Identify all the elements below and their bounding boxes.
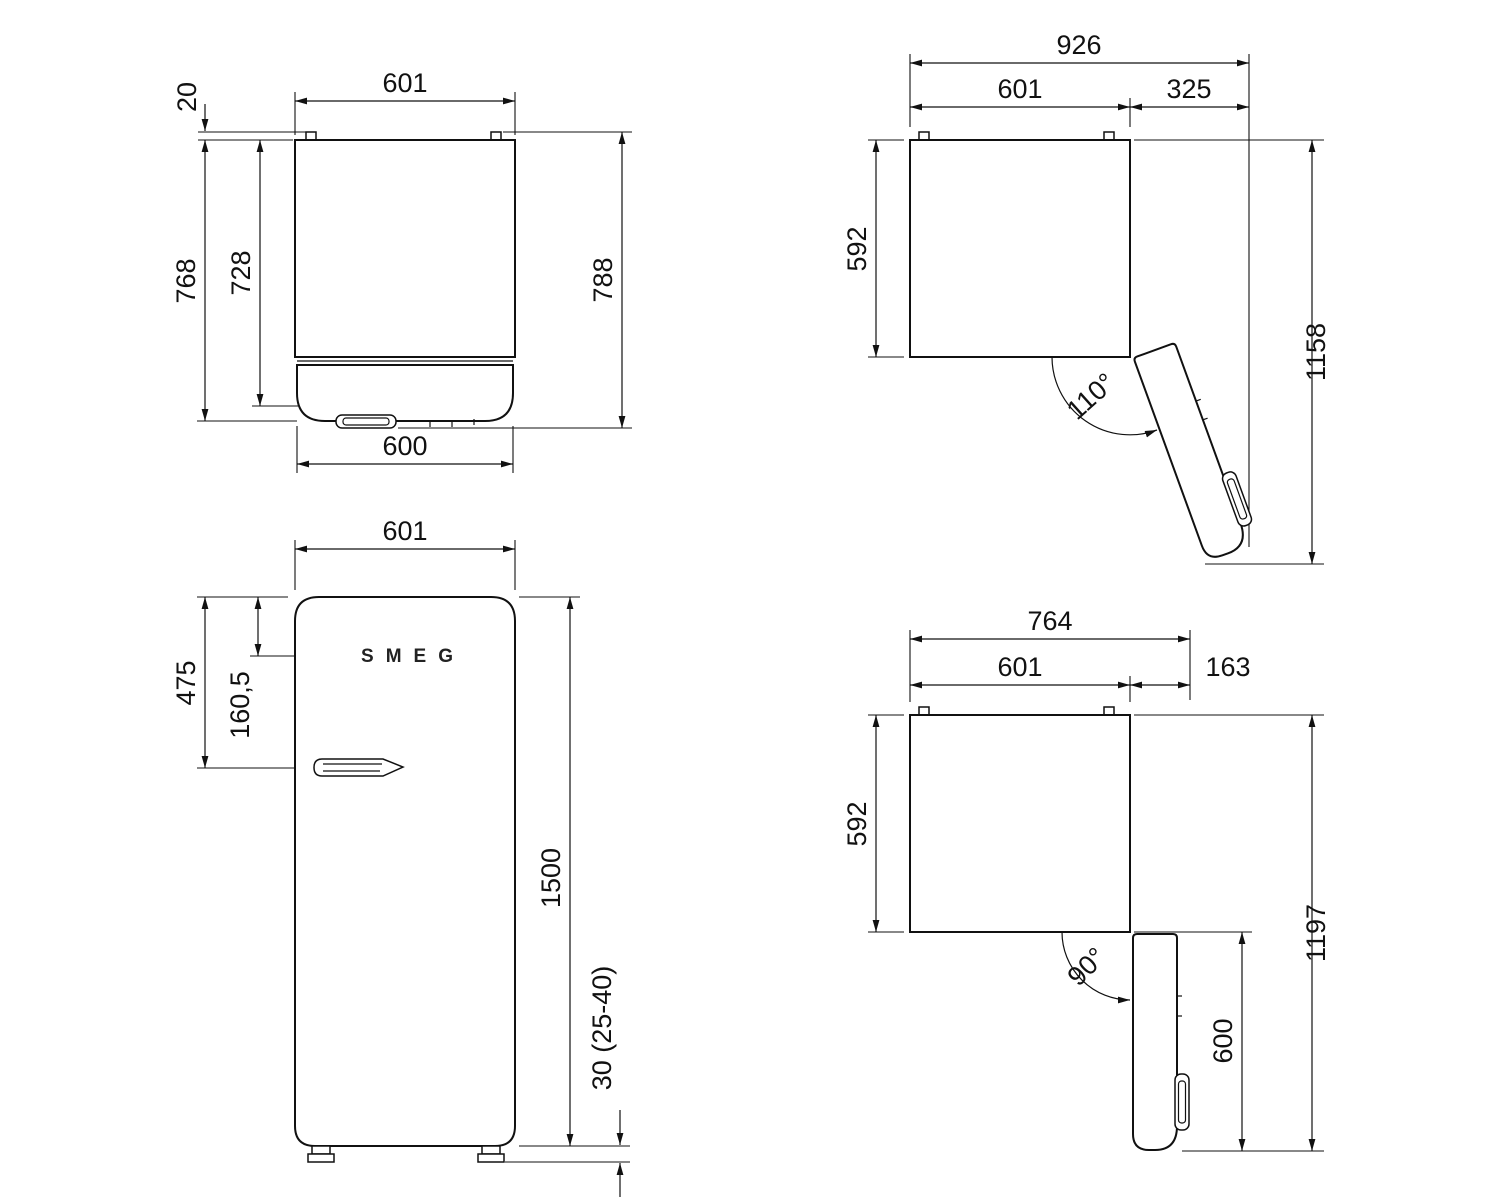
dim-label-door-swing-side: 163 [1205, 652, 1250, 682]
view-plan-open-110: 926 601 325 592 1158 110° [842, 30, 1331, 565]
brand-logo: SMEG [361, 646, 465, 667]
dim-label-cabinet-depth: 592 [842, 801, 872, 846]
dim-label-depth-body: 768 [171, 258, 201, 303]
foot-right-base [477, 1153, 505, 1163]
door-handle-inner [342, 417, 390, 426]
dim-label-overall-width: 764 [1027, 606, 1072, 636]
dim-label-depth-cabinet: 728 [226, 250, 256, 295]
rear-spacer-left [918, 706, 930, 716]
dim-label-door-projection: 600 [1208, 1018, 1238, 1063]
dim-label-height: 1500 [536, 848, 566, 908]
dim-label-logo-from-top: 160,5 [225, 671, 255, 739]
dim-label-overall-depth: 1197 [1301, 904, 1331, 962]
rear-spacer-left [918, 131, 930, 141]
dim-label-depth-overall: 788 [588, 257, 618, 302]
rear-spacer-right [1103, 706, 1115, 716]
door-tick [1202, 417, 1208, 421]
view-plan-closed: 601 20 768 728 788 600 [171, 68, 632, 473]
rear-spacer-right [490, 131, 502, 141]
door-outline [1132, 933, 1178, 1151]
door-tick [1195, 398, 1201, 402]
door-open-90 [1132, 933, 1190, 1151]
door-plan-outline [296, 364, 514, 422]
rear-spacer-left [305, 131, 317, 141]
door-handle [1221, 471, 1253, 527]
view-plan-open-90: 764 601 163 592 90° 600 [842, 606, 1331, 1152]
cabinet-outline [909, 714, 1131, 933]
foot-left [311, 1145, 331, 1155]
dim-label-door-angle: 90° [1062, 942, 1112, 992]
cabinet-outline [294, 139, 516, 358]
door-handle-plan [335, 414, 397, 429]
dim-label-overall-width: 926 [1056, 30, 1101, 60]
dim-label-feet-height: 30 (25-40) [587, 966, 617, 1091]
dim-label-handle-from-top: 475 [171, 660, 201, 705]
door-handle-inner [1226, 478, 1248, 520]
dim-label-door-swing-side: 325 [1166, 74, 1211, 104]
door-outline [1133, 342, 1244, 558]
rear-spacer-right [1103, 131, 1115, 141]
door-handle [1174, 1073, 1190, 1131]
fridge-front-outline [294, 596, 516, 1147]
dim-label-width-top: 601 [382, 68, 427, 98]
view-front: 601 475 160,5 1500 30 (25-40) SMEG [171, 516, 630, 1197]
door-handle-inner [1177, 1080, 1187, 1124]
dim-label-width-door: 600 [382, 431, 427, 461]
dim-label-cabinet-depth: 592 [842, 226, 872, 271]
foot-left-base [307, 1153, 335, 1163]
door-swing-arc [1051, 356, 1158, 438]
door-open-110 [1133, 342, 1253, 558]
dim-label-door-angle: 110° [1061, 367, 1121, 425]
foot-right [481, 1145, 501, 1155]
dim-label-rear-spacer: 20 [172, 82, 202, 112]
door-swing-arc [1061, 931, 1131, 1004]
cabinet-outline [909, 139, 1131, 358]
dim-label-cabinet-width: 601 [997, 74, 1042, 104]
dim-label-cabinet-width: 601 [997, 652, 1042, 682]
dim-label-overall-depth: 1158 [1301, 323, 1331, 381]
dim-label-width: 601 [382, 516, 427, 546]
door-handle-front [313, 758, 405, 777]
